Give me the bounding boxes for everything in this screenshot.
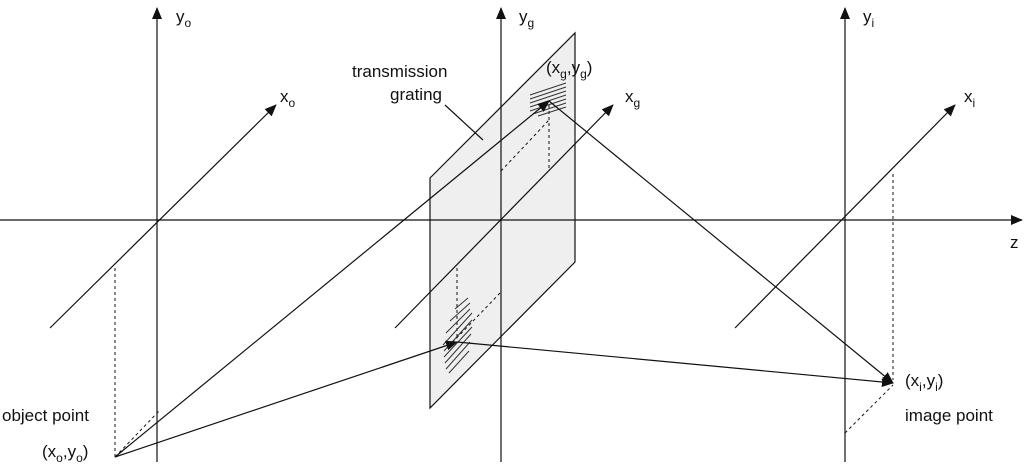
grating-x-axis [394, 104, 614, 329]
image-point-coords: (xi,yi) [905, 371, 943, 394]
projection-lines [114, 105, 894, 458]
image-x-axis [734, 104, 956, 329]
object-point-label: object point [2, 406, 89, 425]
grating-title-line2: grating [390, 85, 442, 104]
image-plane-axes [734, 7, 956, 462]
z-axis-label: z [1010, 233, 1019, 252]
ray-grating-bottom-to-image [456, 341, 894, 387]
grating-hatch-bottom [442, 297, 473, 374]
grating-label-leader [444, 104, 484, 141]
object-point-coords: (xo,yo) [42, 442, 88, 465]
light-rays [114, 100, 894, 458]
object-x-label: xo [280, 87, 296, 110]
grating-y-label: yg [519, 7, 534, 30]
ray-grating-top-to-image [548, 100, 894, 384]
ray-object-to-grating-top [114, 100, 550, 458]
grating-title-line1: transmission [352, 62, 447, 81]
image-x-label: xi [964, 87, 975, 110]
ray-object-to-grating-bottom [114, 340, 458, 458]
image-y-label: yi [863, 7, 874, 30]
object-plane-axes [49, 7, 277, 462]
grating-point-label: (xg,yg) [546, 58, 592, 81]
image-point-label: image point [905, 406, 993, 425]
object-y-label: yo [176, 7, 192, 30]
grating-x-label: xg [625, 87, 640, 110]
object-x-axis [49, 104, 277, 329]
grating-plane-axes [394, 7, 614, 462]
